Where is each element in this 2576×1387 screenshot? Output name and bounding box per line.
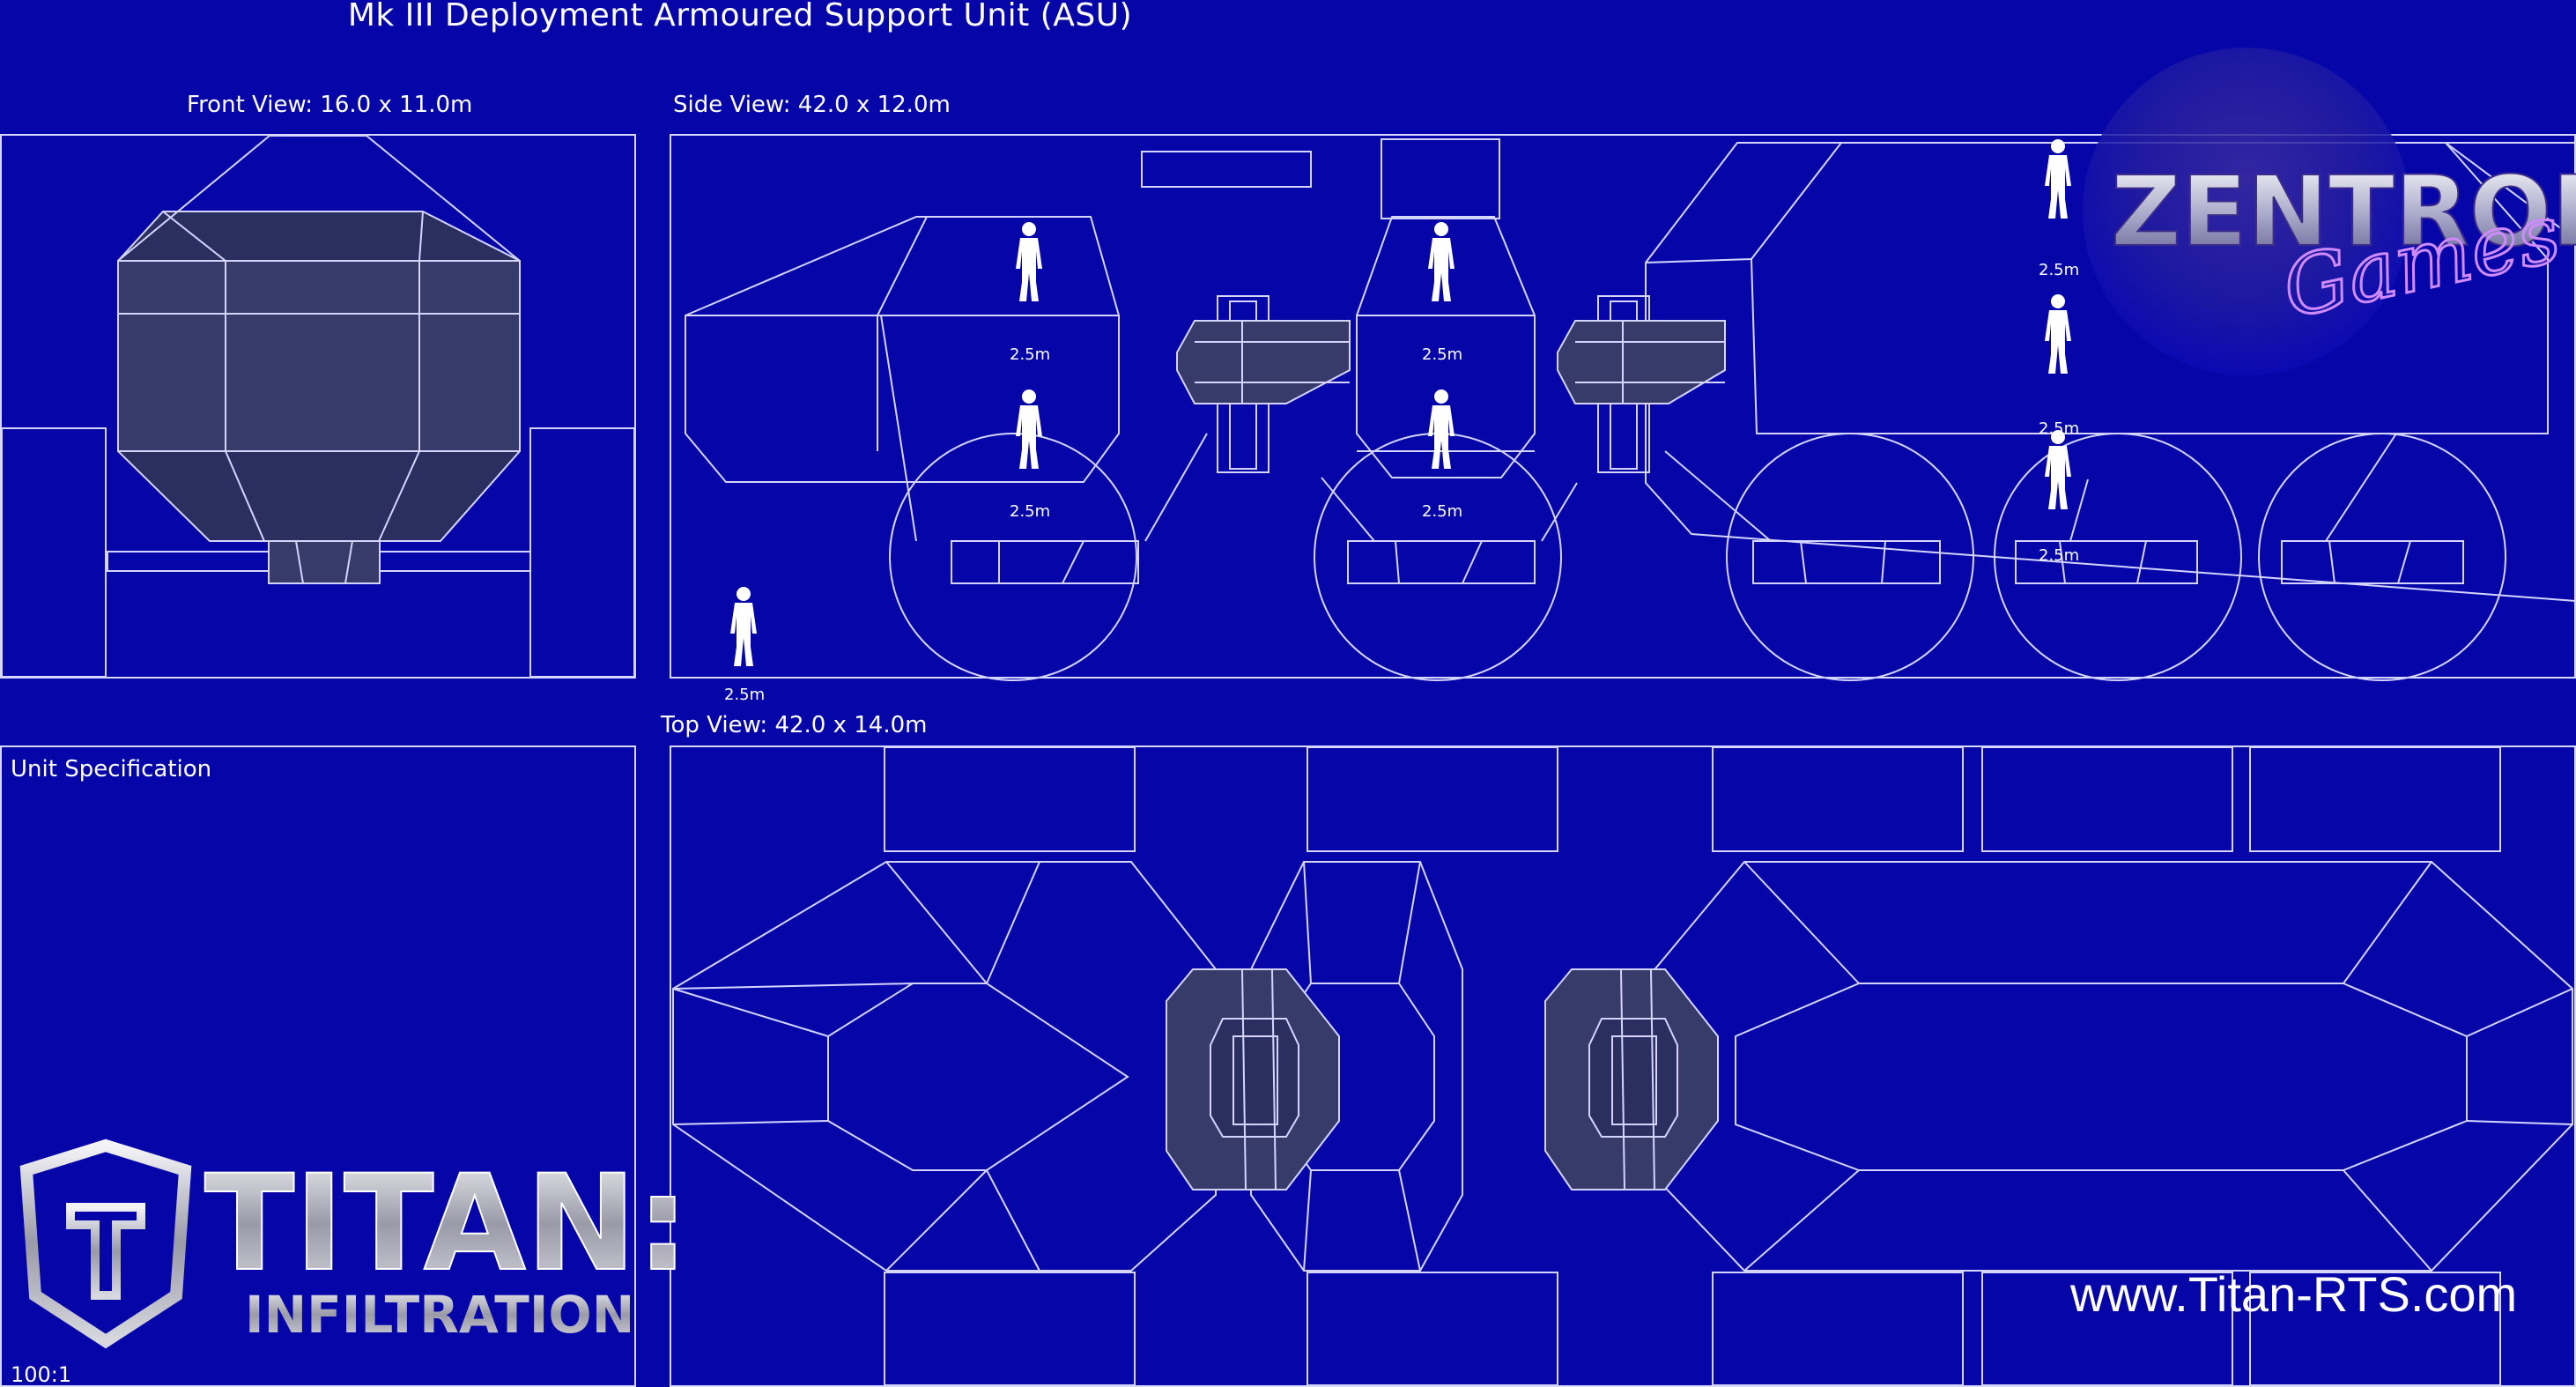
page-title: Mk III Deployment Armoured Support Unit … xyxy=(347,0,1133,33)
studio-logo: ZENTROPY Games xyxy=(2083,48,2576,375)
unit-specification-heading: Unit Specification xyxy=(11,756,212,783)
top-view-drawing xyxy=(672,746,2573,1386)
human-figure xyxy=(2045,430,2071,509)
game-logo: TITAN: INFILTRATION xyxy=(19,1139,690,1349)
figure-height-label: 2.5m xyxy=(1010,345,1051,364)
human-figure xyxy=(1016,389,1042,469)
side-view-label: Side View: 42.0 x 12.0m xyxy=(673,92,951,118)
top-view-panel xyxy=(670,745,2576,1387)
website-url: www.Titan-RTS.com xyxy=(2070,1266,2518,1322)
human-figure xyxy=(1428,222,1455,301)
scale-ratio: 100:1 xyxy=(11,1362,72,1387)
figure-height-label: 2.5m xyxy=(2039,419,2080,438)
top-view-label: Top View: 42.0 x 14.0m xyxy=(661,712,928,738)
figure-height-label: 2.5m xyxy=(1010,502,1051,521)
game-logo-main: TITAN: xyxy=(204,1147,689,1301)
figure-height-label: 2.5m xyxy=(724,686,766,704)
studio-logo-main: ZENTROPY xyxy=(2111,155,2576,268)
figure-height-label: 2.5m xyxy=(2039,546,2080,565)
game-logo-sub: INFILTRATION xyxy=(245,1285,634,1345)
side-view-drawing xyxy=(685,138,2576,681)
human-figure xyxy=(1016,222,1042,301)
figure-height-label: 2.5m xyxy=(1422,345,1463,364)
human-figure xyxy=(730,587,757,666)
shield-icon xyxy=(19,1139,192,1349)
figure-height-label: 2.5m xyxy=(2039,261,2080,279)
front-view-drawing xyxy=(1,135,635,678)
human-figure xyxy=(1428,389,1455,469)
unit-specification-panel xyxy=(0,745,636,1387)
front-view-label: Front View: 16.0 x 11.0m xyxy=(187,92,473,118)
figure-height-label: 2.5m xyxy=(1422,502,1463,521)
